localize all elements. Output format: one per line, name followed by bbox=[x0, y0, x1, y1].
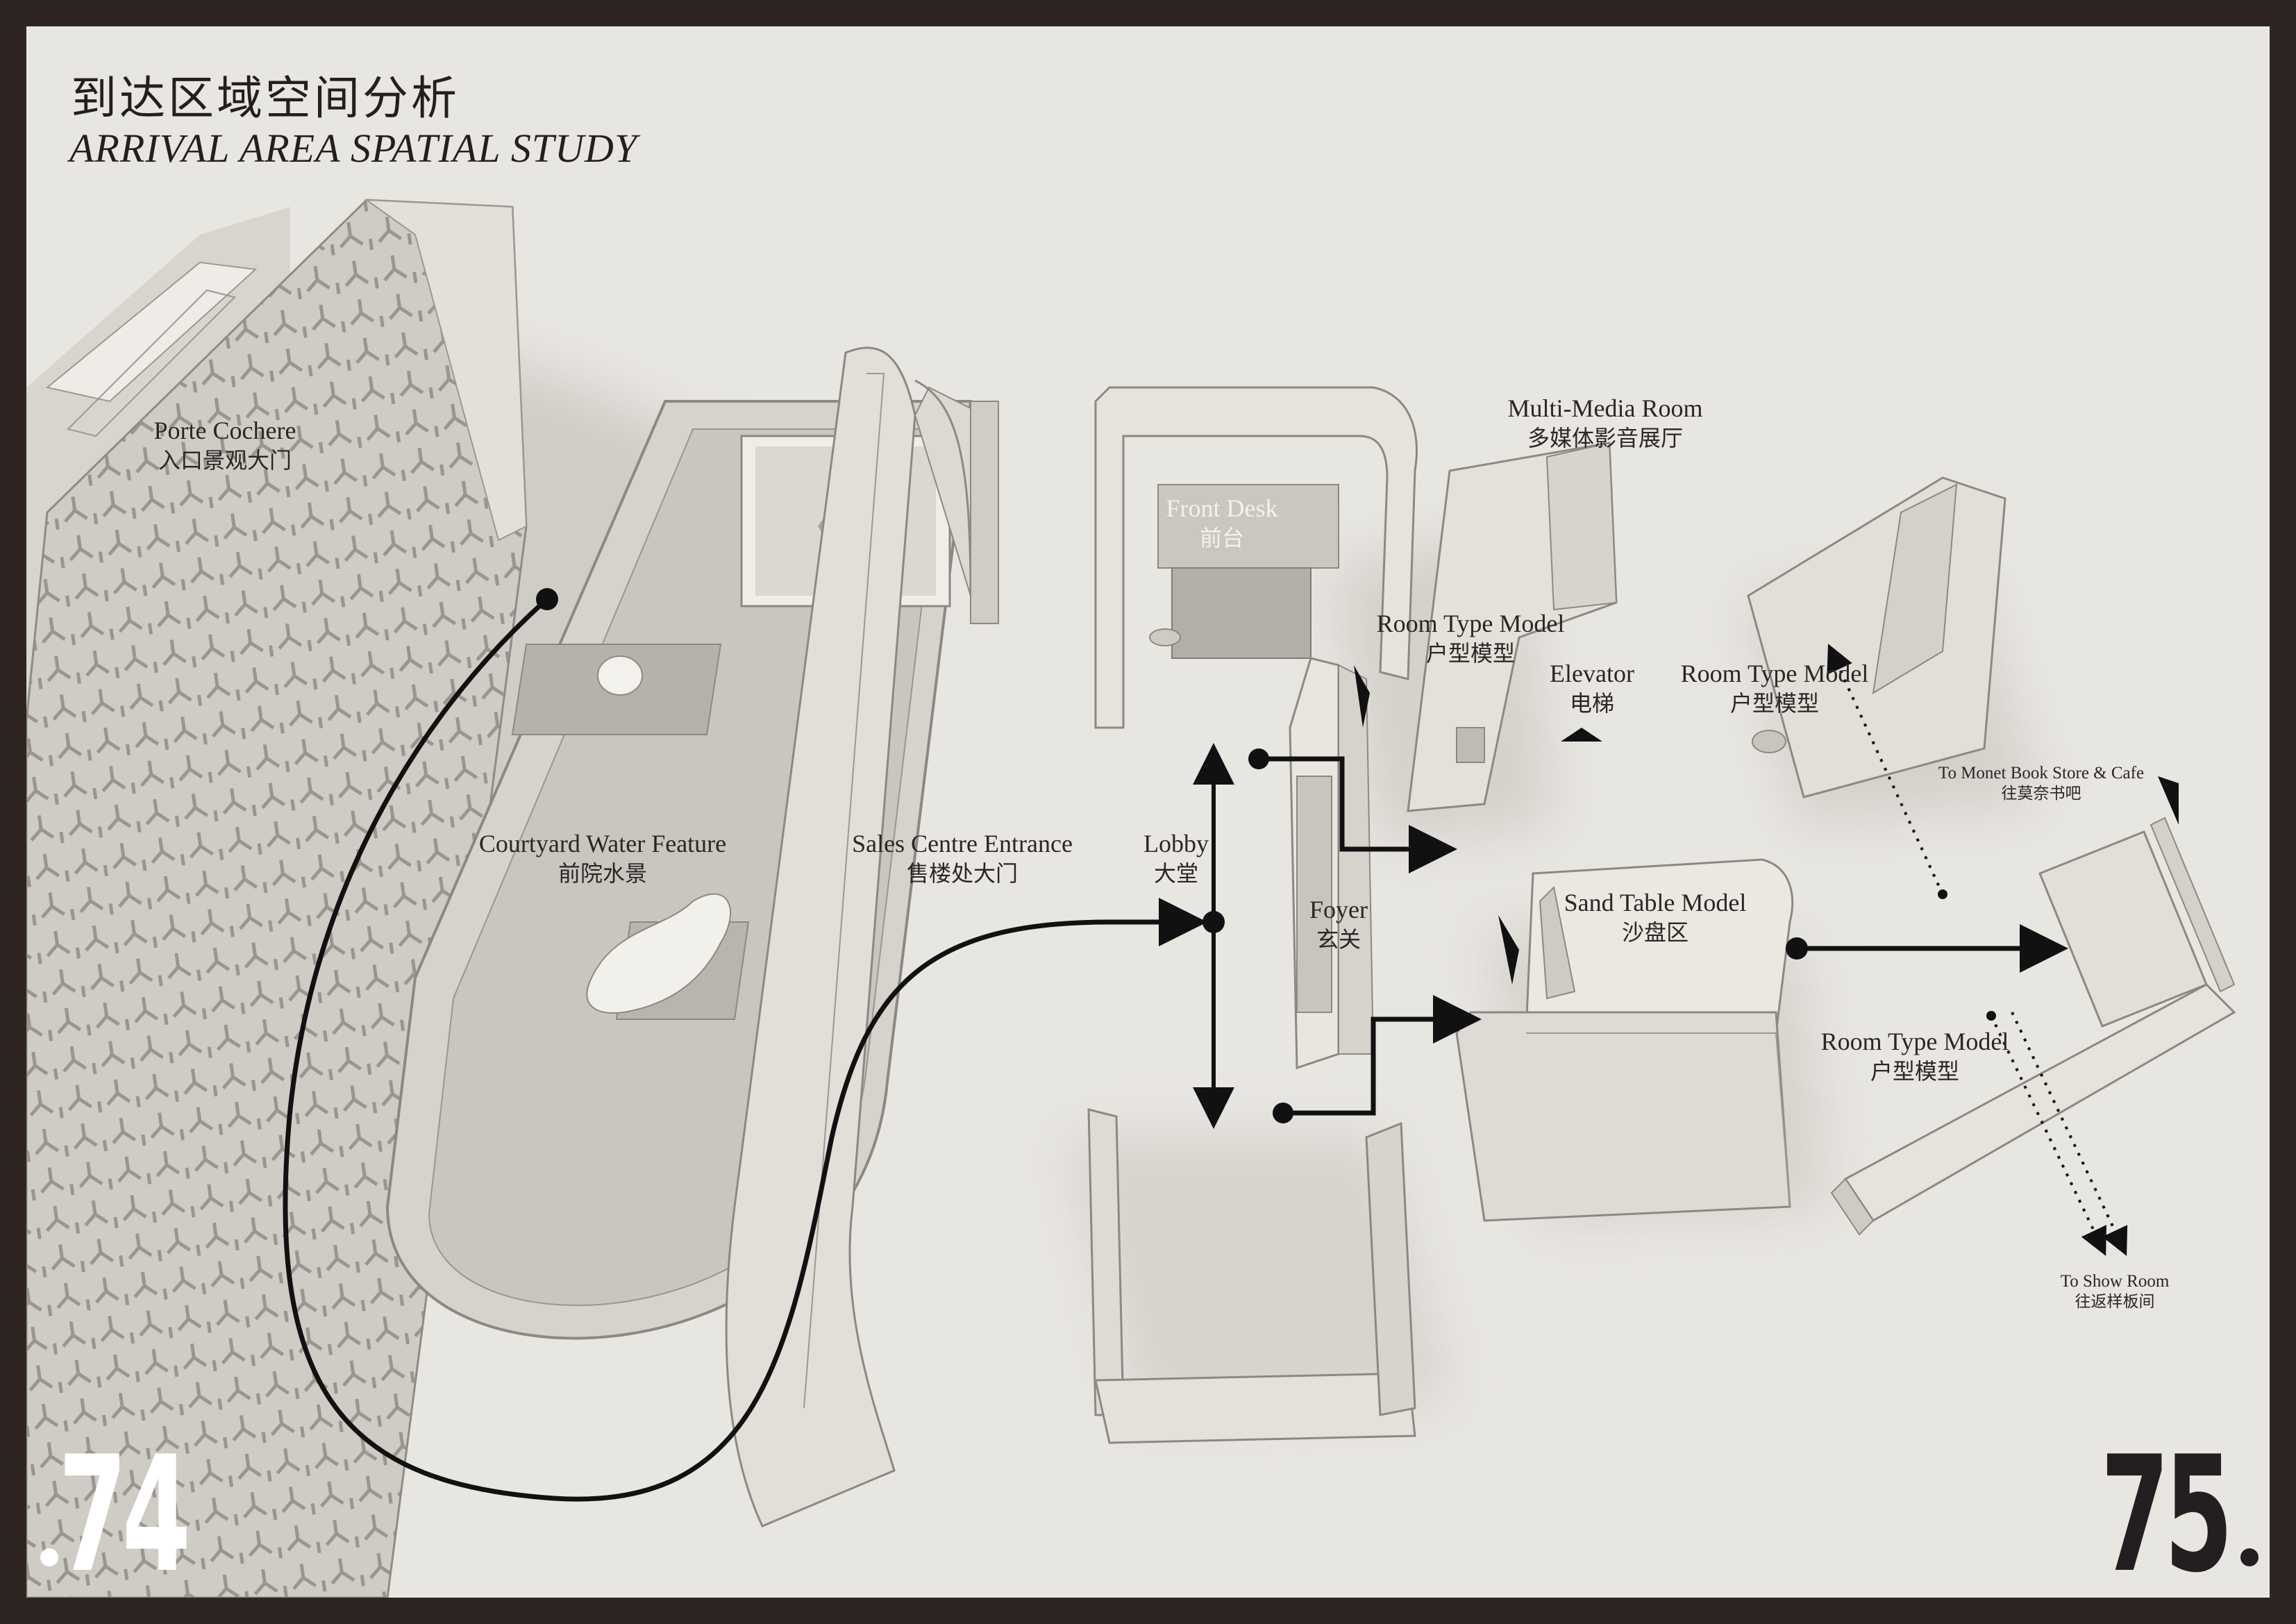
lobby-dot bbox=[1203, 911, 1225, 933]
page-dot-right bbox=[2240, 1548, 2259, 1566]
door-marker-icon bbox=[1498, 915, 1519, 985]
site-diagram bbox=[26, 199, 2236, 1598]
show-room-route-dot bbox=[1986, 1011, 1996, 1021]
door-marker-icon bbox=[1354, 665, 1370, 728]
page-title-en: ARRIVAL AREA SPATIAL STUDY bbox=[69, 126, 638, 171]
spread-page: 到达区域空间分析 ARRIVAL AREA SPATIAL STUDY Port… bbox=[26, 26, 2270, 1598]
foyer-screen-model bbox=[1289, 657, 1375, 1070]
room-type-model-3 bbox=[1830, 817, 2236, 1236]
sand-table-model bbox=[1455, 858, 1794, 1222]
route-to-show-room-dotted-a bbox=[1990, 1015, 2106, 1256]
page-number-left: 74 bbox=[58, 1423, 191, 1598]
route-dot-sand-table bbox=[1786, 937, 1808, 960]
lower-corridor-wall bbox=[1087, 1108, 1416, 1444]
route-to-multimedia bbox=[1259, 756, 1457, 873]
route-dot-lower bbox=[1273, 1103, 1293, 1123]
route-dot-upper bbox=[1248, 748, 1269, 769]
door-marker-icon bbox=[2158, 776, 2179, 825]
monet-route-dot bbox=[1938, 889, 1947, 899]
sales-centre-canopy bbox=[725, 346, 999, 1527]
multimedia-room-model bbox=[1407, 442, 1618, 812]
route-to-sand-table bbox=[1283, 995, 1482, 1116]
room-type-model-2 bbox=[1747, 476, 2006, 798]
route-start-dot bbox=[536, 588, 558, 610]
front-desk-model bbox=[1094, 386, 1418, 729]
page-dot-left bbox=[40, 1548, 58, 1566]
elevator-up-icon bbox=[1561, 728, 1602, 742]
arrival-route-curve bbox=[283, 597, 1207, 1502]
page-number-right: 75 bbox=[2100, 1423, 2233, 1598]
page-title-cn: 到达区域空间分析 bbox=[71, 72, 460, 125]
